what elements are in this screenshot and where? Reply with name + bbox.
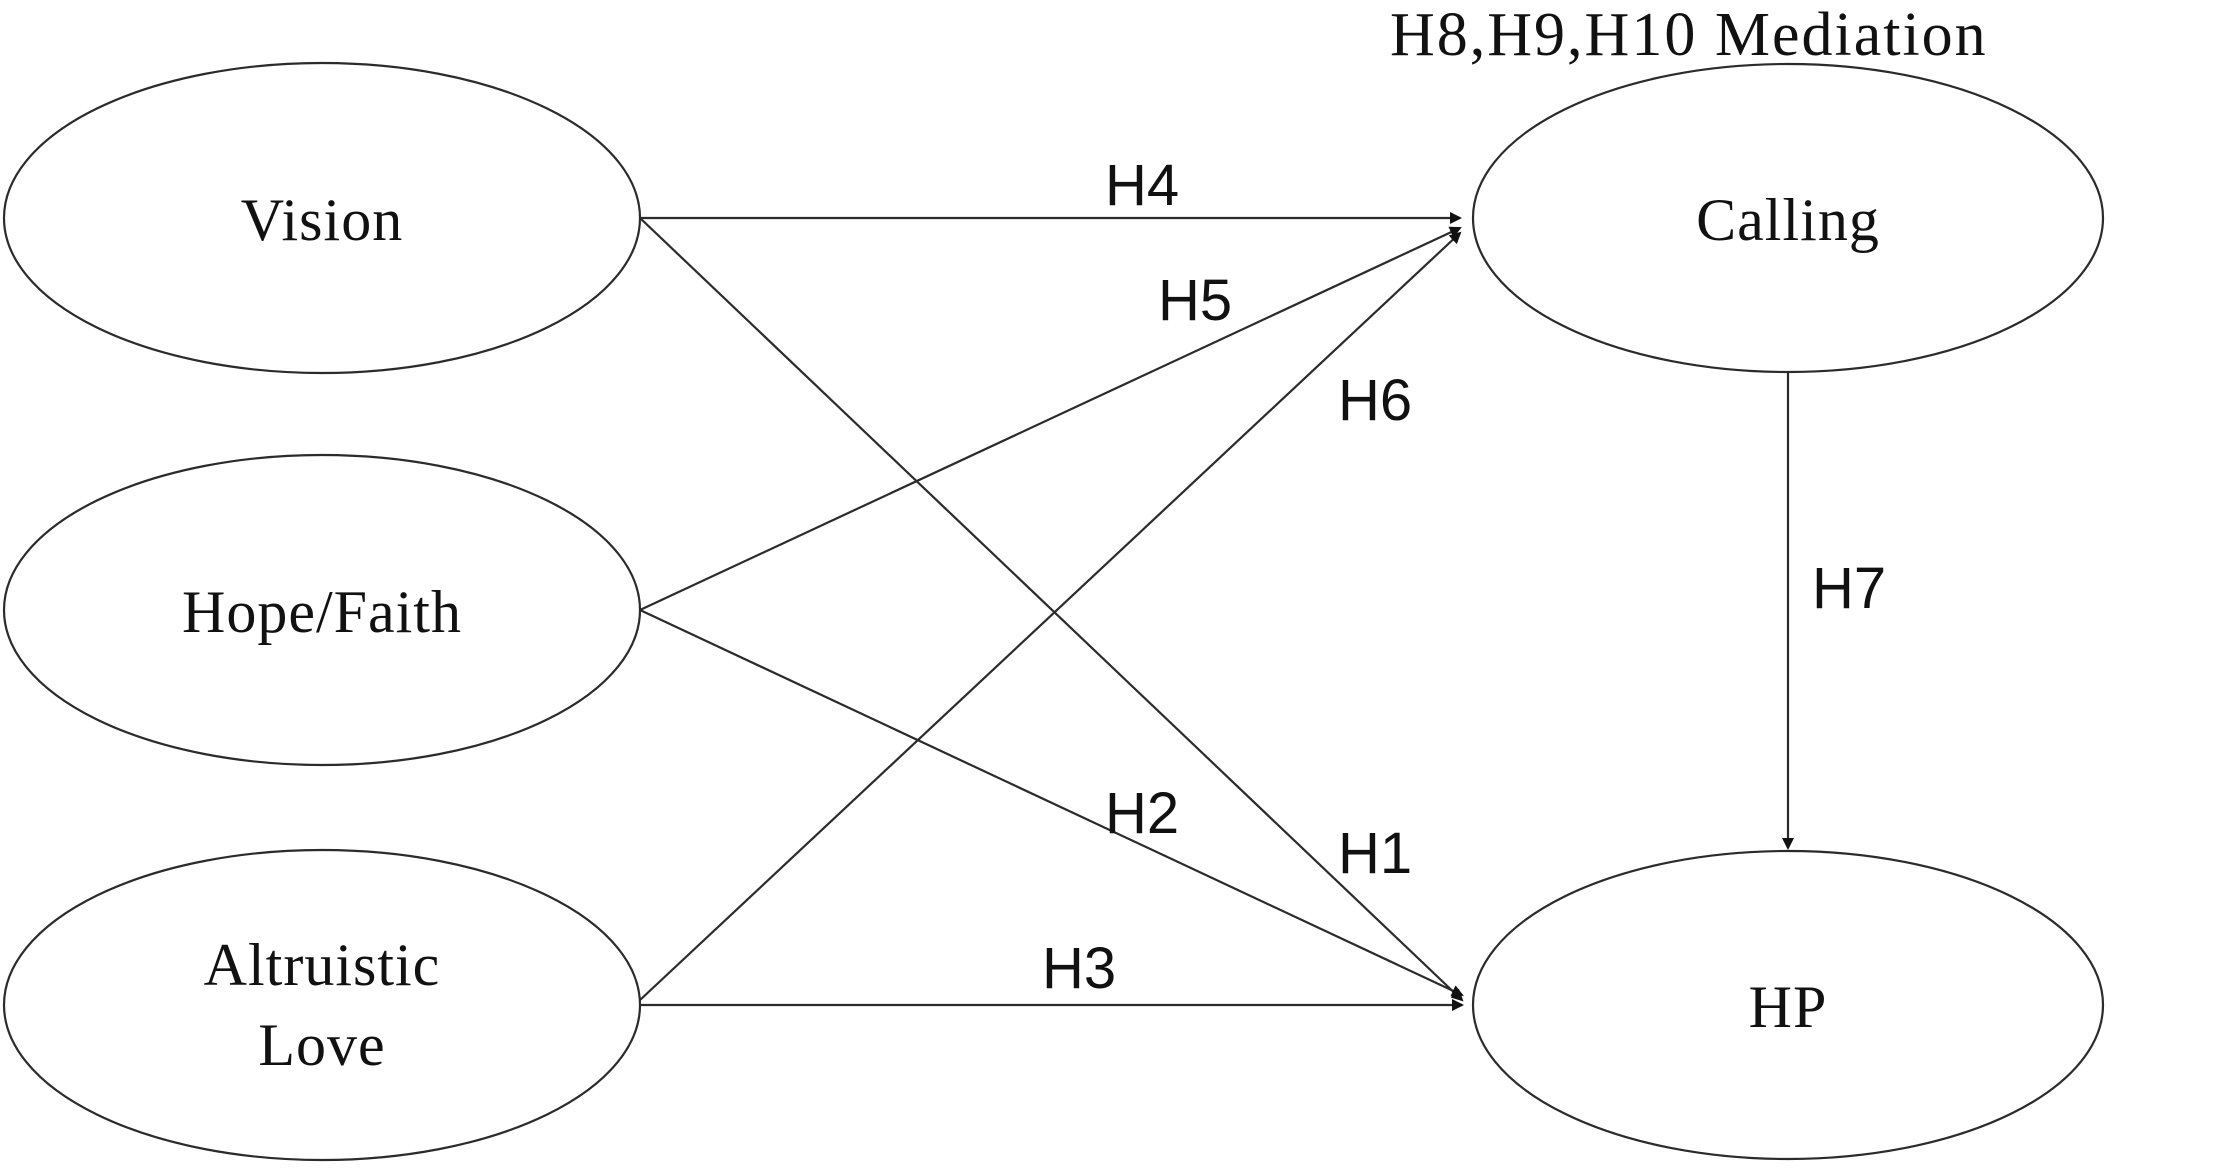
node-hp: HP (1471, 849, 2105, 1161)
node-vision-shape (2, 61, 642, 375)
edge-label-h5: H5 (1158, 268, 1232, 333)
edge-hope-to-calling (639, 226, 1462, 611)
node-hope-faith-label: Hope/Faith (182, 579, 462, 645)
node-altruistic-love: Altruistic Love (2, 848, 642, 1162)
edge-label-h4: H4 (1105, 153, 1179, 218)
edge-label-h6: H6 (1338, 368, 1412, 433)
edges (639, 212, 1794, 1011)
node-calling: Calling (1471, 62, 2105, 374)
node-calling-label: Calling (1696, 187, 1880, 253)
edge-love-to-calling (639, 231, 1462, 1001)
node-hp-label: HP (1749, 974, 1828, 1040)
node-calling-shape (1471, 62, 2105, 374)
edge-label-h3: H3 (1042, 936, 1116, 1001)
edge-label-h2: H2 (1105, 781, 1179, 846)
edge-hope-to-hp (639, 609, 1464, 997)
node-hp-shape (1471, 849, 2105, 1161)
edge-label-h7: H7 (1812, 556, 1886, 621)
edge-label-h1: H1 (1338, 821, 1412, 886)
edge-vision-to-hp (639, 217, 1464, 1002)
node-altruistic-love-label-line2: Love (258, 1012, 385, 1078)
node-vision-label: Vision (241, 187, 403, 253)
node-altruistic-love-shape (2, 848, 642, 1162)
node-hope-faith-shape (2, 453, 642, 767)
edge-labels: H4 H5 H6 H1 H2 H3 H7 (1042, 153, 1886, 1001)
node-vision: Vision (2, 61, 642, 375)
mediation-note: H8,H9,H10 Mediation (1390, 1, 1988, 69)
node-altruistic-love-label-line1: Altruistic (204, 932, 441, 998)
node-hope-faith: Hope/Faith (2, 453, 642, 767)
